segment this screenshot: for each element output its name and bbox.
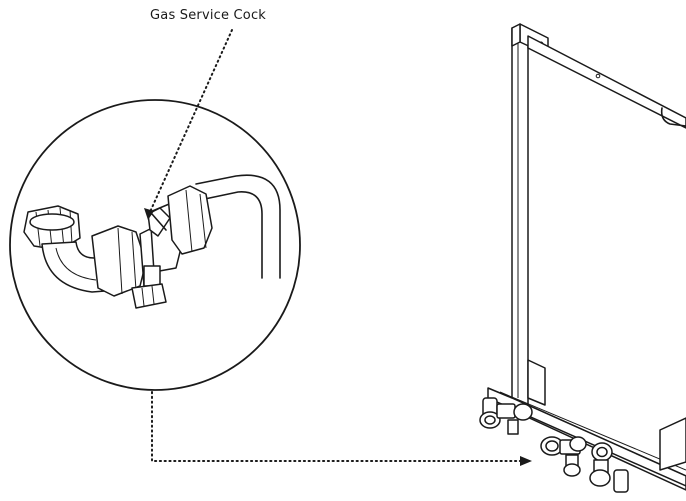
- gas-service-cock-label: Gas Service Cock: [150, 8, 267, 23]
- boiler-valve-group: [479, 397, 629, 493]
- callout-leader: [144, 29, 233, 220]
- arrow-head-icon: [520, 456, 532, 466]
- boiler-valve-2: [540, 436, 587, 477]
- gas-pipe: [195, 174, 281, 279]
- circle-to-boiler-connector: [151, 391, 532, 466]
- arrow-head-icon: [144, 208, 154, 220]
- magnified-detail-circle: [9, 99, 301, 391]
- elbow-fitting: [23, 205, 119, 293]
- boiler-valve-1: [479, 397, 533, 435]
- gas-service-cock: [91, 185, 213, 309]
- boiler-valve-3: [589, 442, 629, 493]
